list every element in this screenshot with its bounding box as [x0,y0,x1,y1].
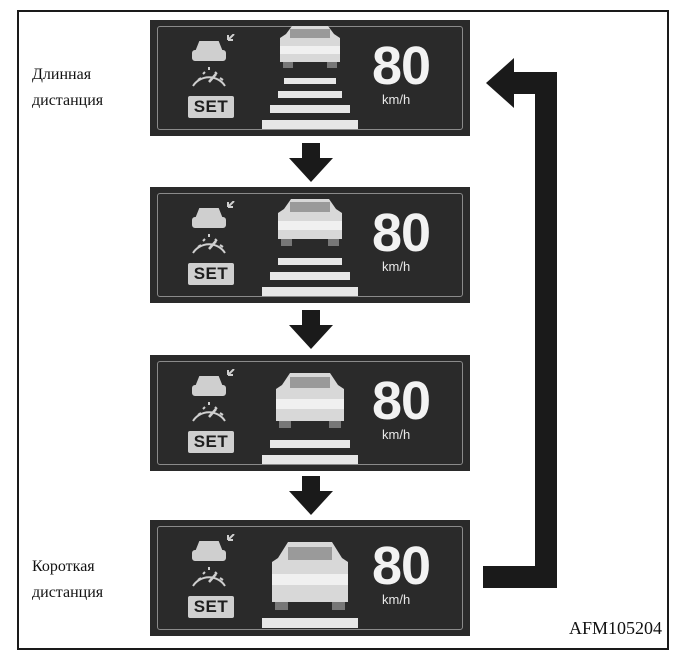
distance-bar [270,105,350,113]
speed-value: 80 [372,536,431,596]
car-distance-icon [192,201,235,254]
distance-bar [270,272,350,280]
speed-unit: km/h [382,427,411,442]
display-panel-medium-short: SET 80 km/h [150,355,470,471]
front-car-icon [276,373,344,428]
down-arrow-icon [289,143,333,182]
label-short-line2: дистанция [32,584,104,601]
distance-bar [270,440,350,448]
speed-unit: km/h [382,92,411,107]
road-distance-graphic [262,26,358,129]
front-car-icon [272,542,348,610]
speed-value: 80 [372,203,431,263]
display-panel-long: SET 80 km/h [150,20,470,136]
distance-bar [278,91,342,98]
distance-bar [262,120,358,129]
set-badge: SET [188,596,234,618]
front-car-icon [278,199,342,246]
return-arrow-icon [483,58,557,588]
road-distance-graphic [262,199,358,296]
road-distance-graphic [262,373,358,464]
speed-unit: km/h [382,259,411,274]
distance-bar [262,455,358,464]
car-distance-icon [192,34,235,87]
distance-bar [284,78,336,84]
label-long-line2: дистанция [32,92,104,109]
label-short-line1: Короткая [32,558,95,575]
set-badge: SET [188,96,234,118]
figure-code: AFM105204 [568,618,662,638]
car-distance-icon [192,369,235,422]
label-long-line1: Длинная [32,66,92,83]
label-long-distance: Длинная дистанция [32,62,103,114]
set-badge: SET [188,431,234,453]
speed-value: 80 [372,371,431,431]
down-arrow-icon [289,310,333,349]
display-panel-medium-long: SET 80 km/h [150,187,470,303]
front-car-icon [280,26,340,68]
distance-bar [262,618,358,628]
display-panel-short: SET 80 km/h [150,520,470,636]
speed-unit: km/h [382,592,411,607]
label-short-distance: Короткая дистанция [32,554,103,606]
car-distance-icon [192,534,235,587]
set-badge: SET [188,263,234,285]
down-arrow-icon [289,476,333,515]
distance-bar [262,287,358,296]
road-distance-graphic [262,542,358,628]
speed-value: 80 [372,36,431,96]
distance-bar [278,258,342,265]
diagram-frame [17,10,669,650]
